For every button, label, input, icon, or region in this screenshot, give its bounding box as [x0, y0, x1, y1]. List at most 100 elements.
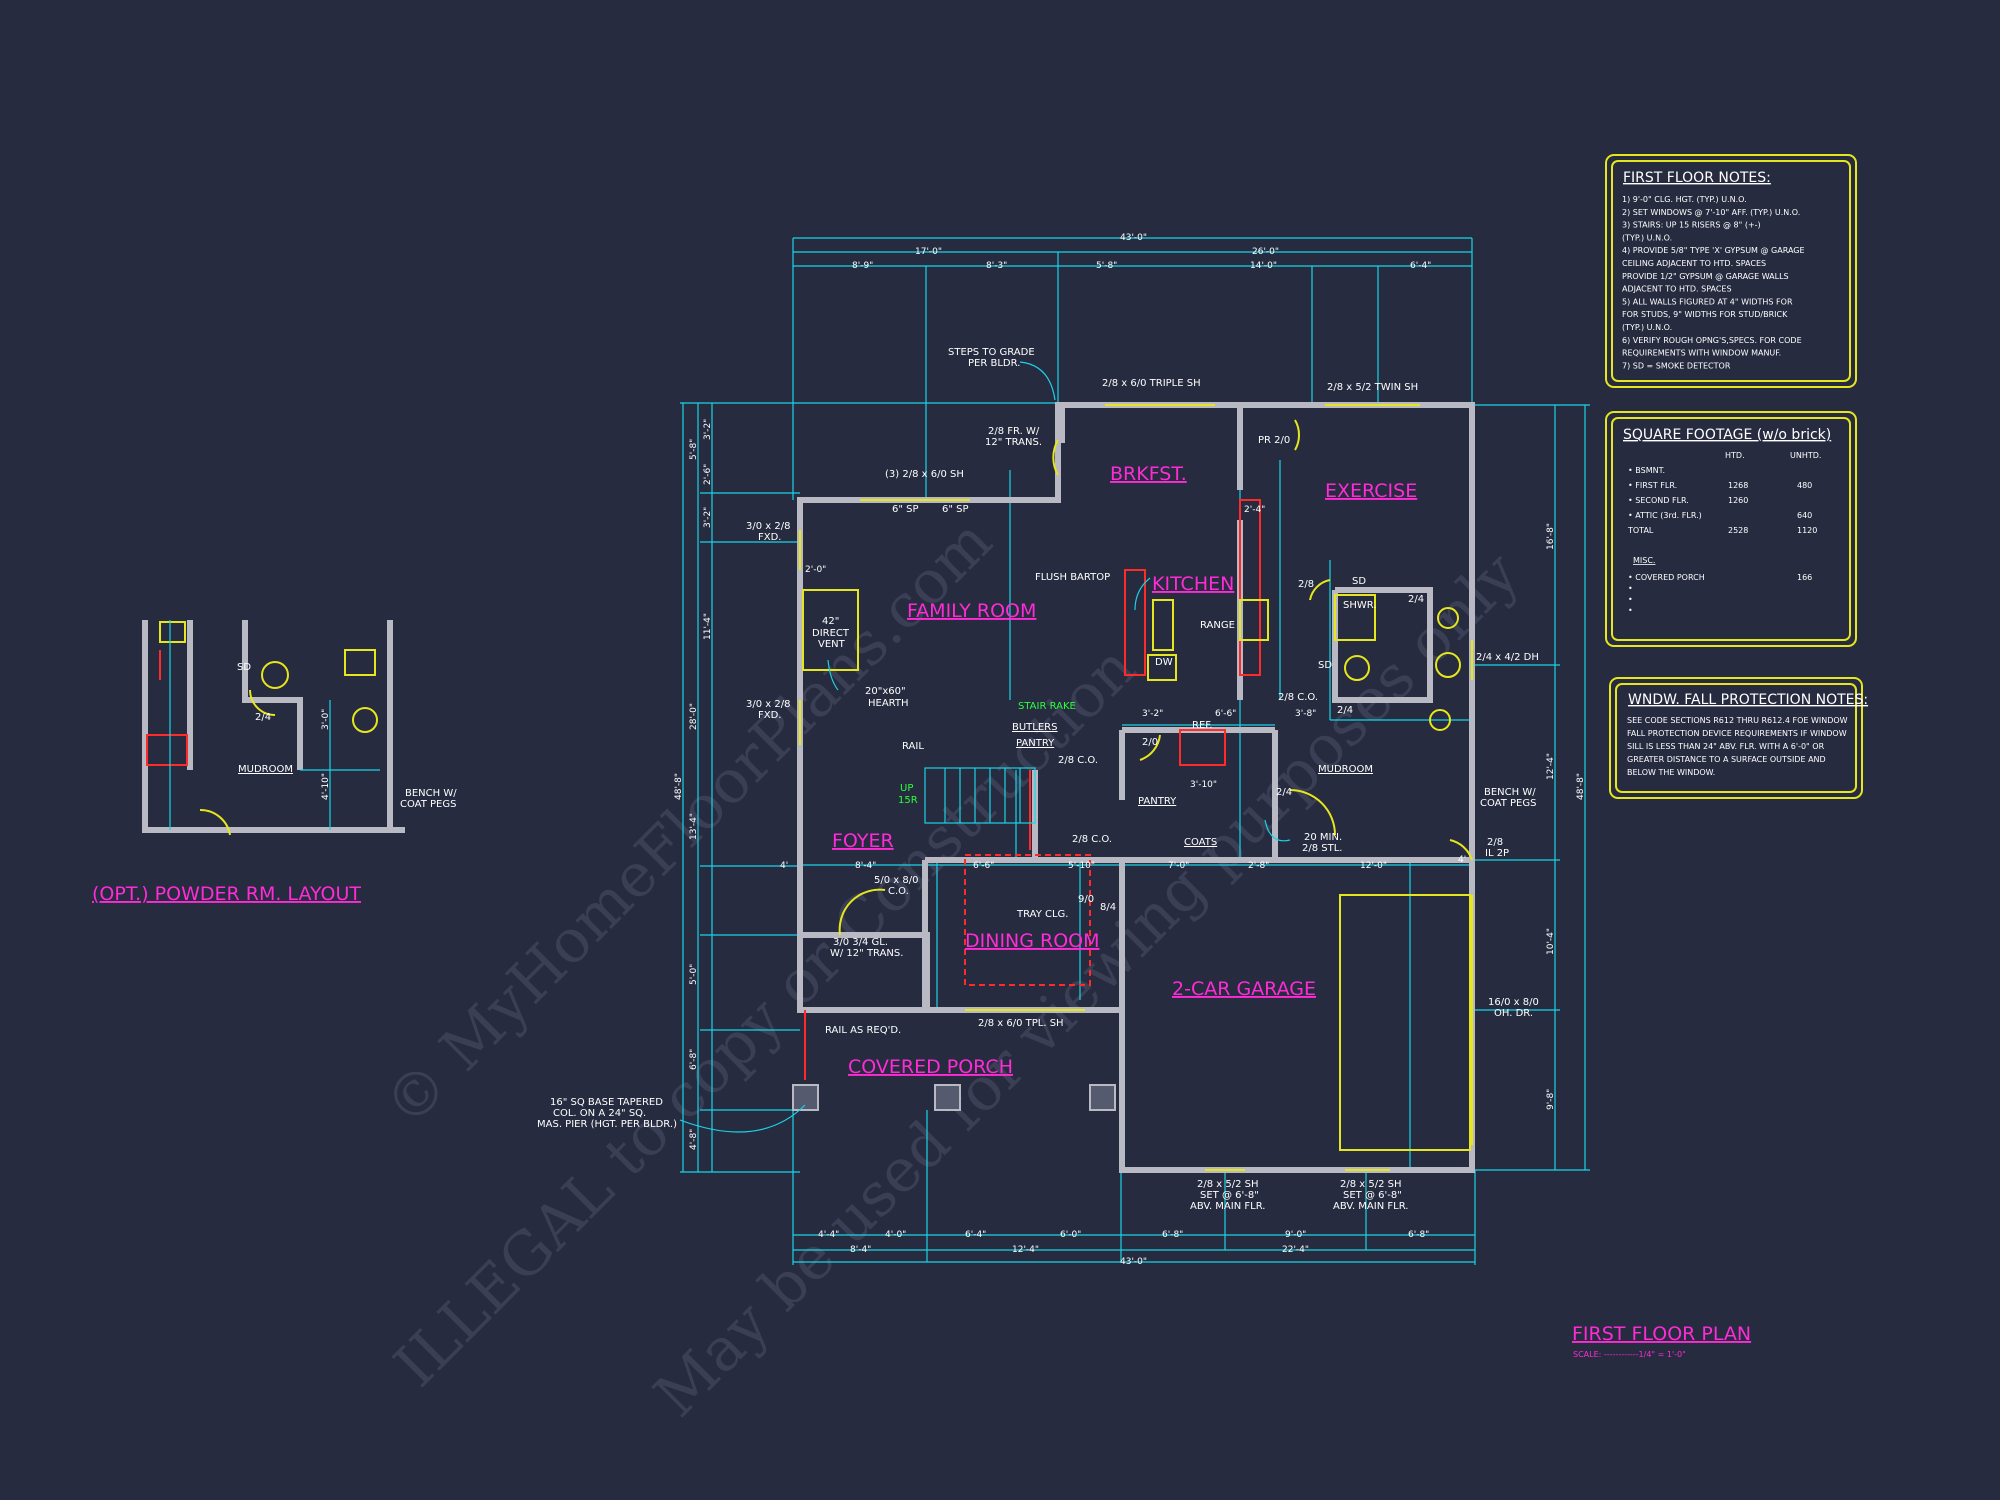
dim-top-c1: 8'-9" [852, 261, 873, 271]
sqft-cell-unhtd: 166 [1797, 573, 1812, 582]
sqft-cell-htd: 1260 [1728, 496, 1748, 505]
note-d9-0: 9/0 [1078, 894, 1094, 905]
dim-int-2: 8'-4" [855, 861, 876, 871]
room-butlers-pantry: PANTRY [1016, 738, 1055, 749]
door-swings [838, 419, 1473, 936]
fall-note-line: SEE CODE SECTIONS R612 THRU R612.4 FOE W… [1627, 716, 1848, 725]
dim-int-7: 12'-0" [1360, 861, 1387, 871]
room-garage: 2-CAR GARAGE [1172, 978, 1316, 1000]
note-tray: TRAY CLG. [1016, 909, 1068, 920]
note-twin-sh: 2/8 x 5/2 TWIN SH [1327, 382, 1418, 393]
note-gsh1b: SET @ 6'-8" [1200, 1190, 1259, 1201]
windows [799, 404, 1473, 1171]
room-coats: COATS [1184, 837, 1217, 848]
note-range: RANGE [1200, 620, 1235, 631]
note-co3: 2/8 C.O. [1278, 692, 1318, 703]
note-fxd1a: 3/0 x 2/8 [746, 521, 790, 532]
note-d2-0: 2/0 [1142, 737, 1158, 748]
dim-bot-a: 8'-4" [850, 1245, 871, 1255]
fall-notes-title: WNDW. FALL PROTECTION NOTES: [1628, 692, 1868, 708]
powder-title: (OPT.) POWDER RM. LAYOUT [92, 883, 361, 905]
note-co-door2: C.O. [888, 886, 909, 897]
dim-int-1: 2'-0" [805, 565, 826, 575]
plan-scale: SCALE: ------------1/4" = 1'-0" [1573, 1350, 1686, 1359]
note-rail-req: RAIL AS REQ'D. [825, 1025, 901, 1036]
plan-title: FIRST FLOOR PLAN [1572, 1323, 1751, 1345]
room-mudroom: MUDROOM [1318, 764, 1373, 775]
dim-int-9: 6'-6" [1215, 709, 1236, 719]
dim-top-c5: 6'-4" [1410, 261, 1431, 271]
note-vent2: DIRECT [812, 628, 850, 639]
dim-left-c4: 3'-2" [703, 507, 713, 528]
sqft-cell-label: TOTAL [1627, 526, 1654, 535]
dim-int-8: 3'-2" [1142, 709, 1163, 719]
title-block: FIRST FLOOR PLAN SCALE: ------------1/4"… [1572, 1323, 1751, 1359]
room-butlers: BUTLERS [1012, 722, 1057, 733]
note-d2-4c: 2/4 [1276, 787, 1292, 798]
dim-bot-c4: 6'-0" [1060, 1230, 1081, 1240]
dim-int-14: 4' [1458, 855, 1466, 865]
dim-int-3: 6'-6" [973, 861, 994, 871]
note-vent3: VENT [818, 639, 846, 650]
note-steps: STEPS TO GRADE [948, 347, 1035, 358]
sqft-cell-htd: 1268 [1728, 481, 1748, 490]
note-gsh1c: ABV. MAIN FLR. [1190, 1201, 1265, 1212]
note-co2: 2/8 C.O. [1072, 834, 1112, 845]
note-gsh2c: ABV. MAIN FLR. [1333, 1201, 1408, 1212]
note-tpl-sh: 2/8 x 6/0 TPL. SH [978, 1018, 1064, 1029]
sqft-col-unhtd: UNHTD. [1790, 451, 1821, 460]
dim-int-13: 4' [780, 861, 788, 871]
sqft-cell-label: • COVERED PORCH [1628, 573, 1705, 582]
note-d2-4a: 2/4 [1337, 705, 1353, 716]
note-cl1: 3/0 3/4 GL. [833, 937, 888, 948]
note-d2-4b: 2/4 [1408, 594, 1424, 605]
cabinetry [804, 499, 1261, 1080]
note-fxd2a: 3/0 x 2/8 [746, 699, 790, 710]
note-bench2: COAT PEGS [1480, 798, 1536, 809]
dim-top-total: 43'-0" [1120, 233, 1147, 243]
powder-dim1: 3'-0" [321, 709, 331, 730]
powder-sd: SD [237, 662, 251, 673]
sqft-cell-label: • FIRST FLR. [1628, 481, 1677, 490]
first-floor-notes: FIRST FLOOR NOTES: 1) 9'-0" CLG. HGT. (T… [1605, 154, 1857, 388]
watermark: © MyHomeFloorPlans.com ILLEGAL to copy o… [371, 506, 1533, 1431]
first-floor-note-line: (TYP.) U.N.O. [1622, 323, 1672, 332]
note-steps-2: PER BLDR. [968, 358, 1020, 369]
note-up: UP [900, 783, 913, 794]
note-sh3: (3) 2/8 x 6/0 SH [885, 469, 964, 480]
dim-top-b: 26'-0" [1252, 247, 1279, 257]
dim-int-6: 2'-8" [1248, 861, 1269, 871]
room-foyer: FOYER [832, 830, 894, 852]
dim-bot-total: 43'-0" [1120, 1257, 1147, 1267]
room-labels: BRKFST. EXERCISE KITCHEN FAMILY ROOM FOY… [832, 463, 1417, 1078]
dim-left-c6: 5'-0" [689, 964, 699, 985]
fall-note-line: FALL PROTECTION DEVICE REQUIREMENTS IF W… [1627, 729, 1847, 738]
note-il1: 2/8 [1487, 837, 1503, 848]
note-triple-sh: 2/8 x 6/0 TRIPLE SH [1102, 378, 1201, 389]
dim-bot-c2: 4'-0" [885, 1230, 906, 1240]
note-vent1: 42" [822, 616, 839, 627]
note-co-door1: 5/0 x 8/0 [874, 875, 918, 886]
fall-protection-notes: WNDW. FALL PROTECTION NOTES: SEE CODE SE… [1609, 677, 1868, 799]
dim-int-11: 3'-8" [1295, 709, 1316, 719]
room-brkfst: BRKFST. [1110, 463, 1187, 485]
powder-room-layout: MUDROOM BENCH W/ COAT PEGS 2/4 SD 3'-0" … [92, 620, 457, 905]
fall-note-line: BELOW THE WINDOW. [1627, 768, 1715, 777]
note-gsh1a: 2/8 x 5/2 SH [1197, 1179, 1259, 1190]
sqft-cell-unhtd: 480 [1797, 481, 1812, 490]
porch-columns [792, 1084, 1116, 1111]
note-ohd1: 16/0 x 8/0 [1488, 997, 1539, 1008]
dim-bot-c6: 9'-0" [1285, 1230, 1306, 1240]
dim-int-4: 5'-10" [1068, 861, 1095, 871]
dim-top-c4: 14'-0" [1250, 261, 1277, 271]
dim-right-b: 12'-4" [1546, 753, 1556, 780]
first-floor-note-line: 6) VERIFY ROUGH OPNG'S,SPECS. FOR CODE [1622, 336, 1802, 345]
first-floor-note-line: 3) STAIRS: UP 15 RISERS @ 8" (+-) [1622, 221, 1761, 230]
annotations: STEPS TO GRADE PER BLDR. 2/8 FR. W/ 12" … [537, 347, 1539, 1212]
note-il2: IL 2P [1485, 848, 1509, 859]
first-floor-note-line: CEILING ADJACENT TO HTD. SPACES [1622, 259, 1766, 268]
dim-right-c1: 10'-4" [1546, 928, 1556, 955]
sqft-title: SQUARE FOOTAGE (w/o brick) [1623, 427, 1831, 443]
sqft-cell-label: • [1628, 595, 1633, 604]
